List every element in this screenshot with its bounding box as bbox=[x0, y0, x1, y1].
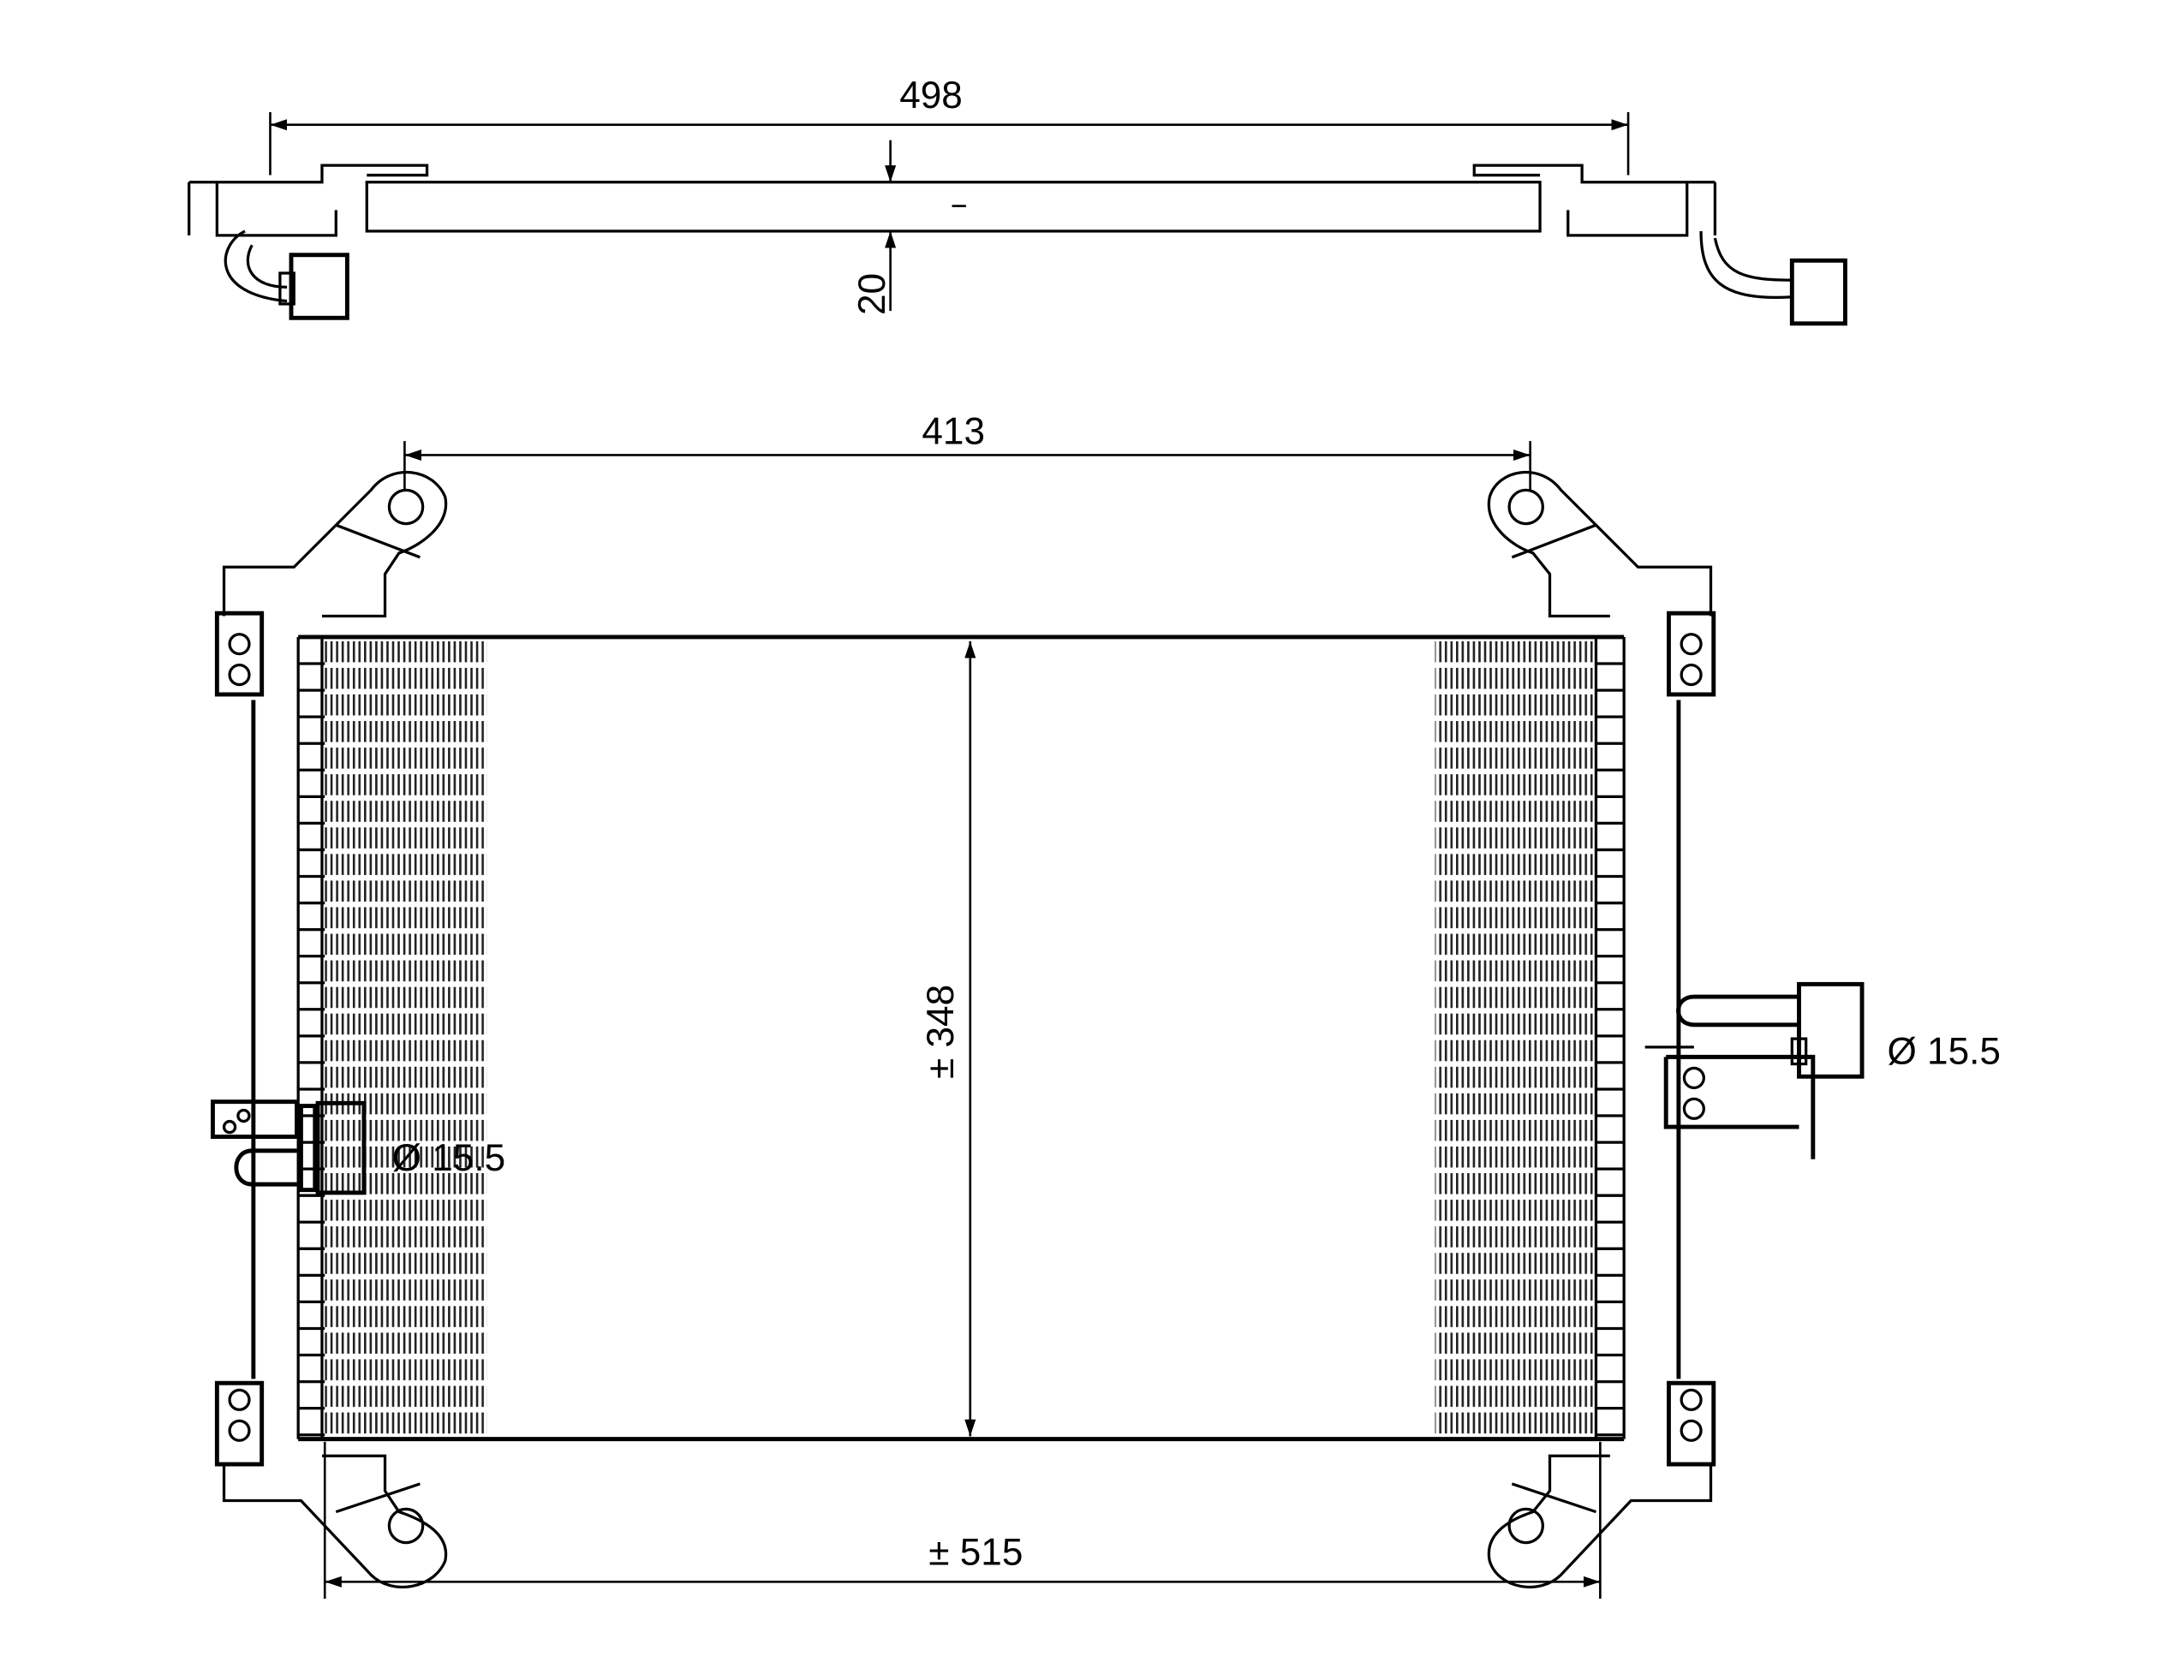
left-fitting-top bbox=[289, 253, 349, 320]
mount-hole-icon bbox=[387, 1507, 425, 1545]
dimension-label-overall-width: ± 515 bbox=[928, 1532, 1023, 1574]
left-fin-region bbox=[325, 640, 487, 1437]
mount-hole-icon bbox=[1507, 1507, 1544, 1545]
top-view: 498 20 bbox=[188, 74, 1847, 326]
right-port-diameter-label: Ø 15.5 bbox=[1887, 1031, 2000, 1073]
mount-hole-icon bbox=[1507, 488, 1544, 526]
top-left-bracket bbox=[222, 470, 448, 618]
right-fitting-top bbox=[1789, 258, 1847, 326]
side-clips bbox=[214, 611, 1716, 1467]
dimension-label-mount-spacing: 413 bbox=[922, 410, 985, 452]
tube-tabs bbox=[298, 662, 1625, 1437]
top-right-bracket bbox=[1487, 470, 1713, 618]
mount-hole-icon bbox=[387, 488, 425, 526]
dimension-label-depth: 20 bbox=[851, 273, 893, 315]
dimension-label-height: ± 348 bbox=[920, 985, 962, 1079]
front-view: 413 bbox=[211, 410, 2001, 1599]
dimension-label-width-top: 498 bbox=[899, 74, 963, 116]
left-port-diameter-label: Ø 15.5 bbox=[392, 1137, 505, 1179]
right-port-fitting bbox=[1644, 981, 1865, 1159]
right-fin-region bbox=[1435, 640, 1596, 1437]
left-port-fitting bbox=[211, 1099, 367, 1195]
core-top-outline bbox=[365, 181, 1542, 233]
bottom-left-bracket bbox=[222, 1454, 448, 1588]
